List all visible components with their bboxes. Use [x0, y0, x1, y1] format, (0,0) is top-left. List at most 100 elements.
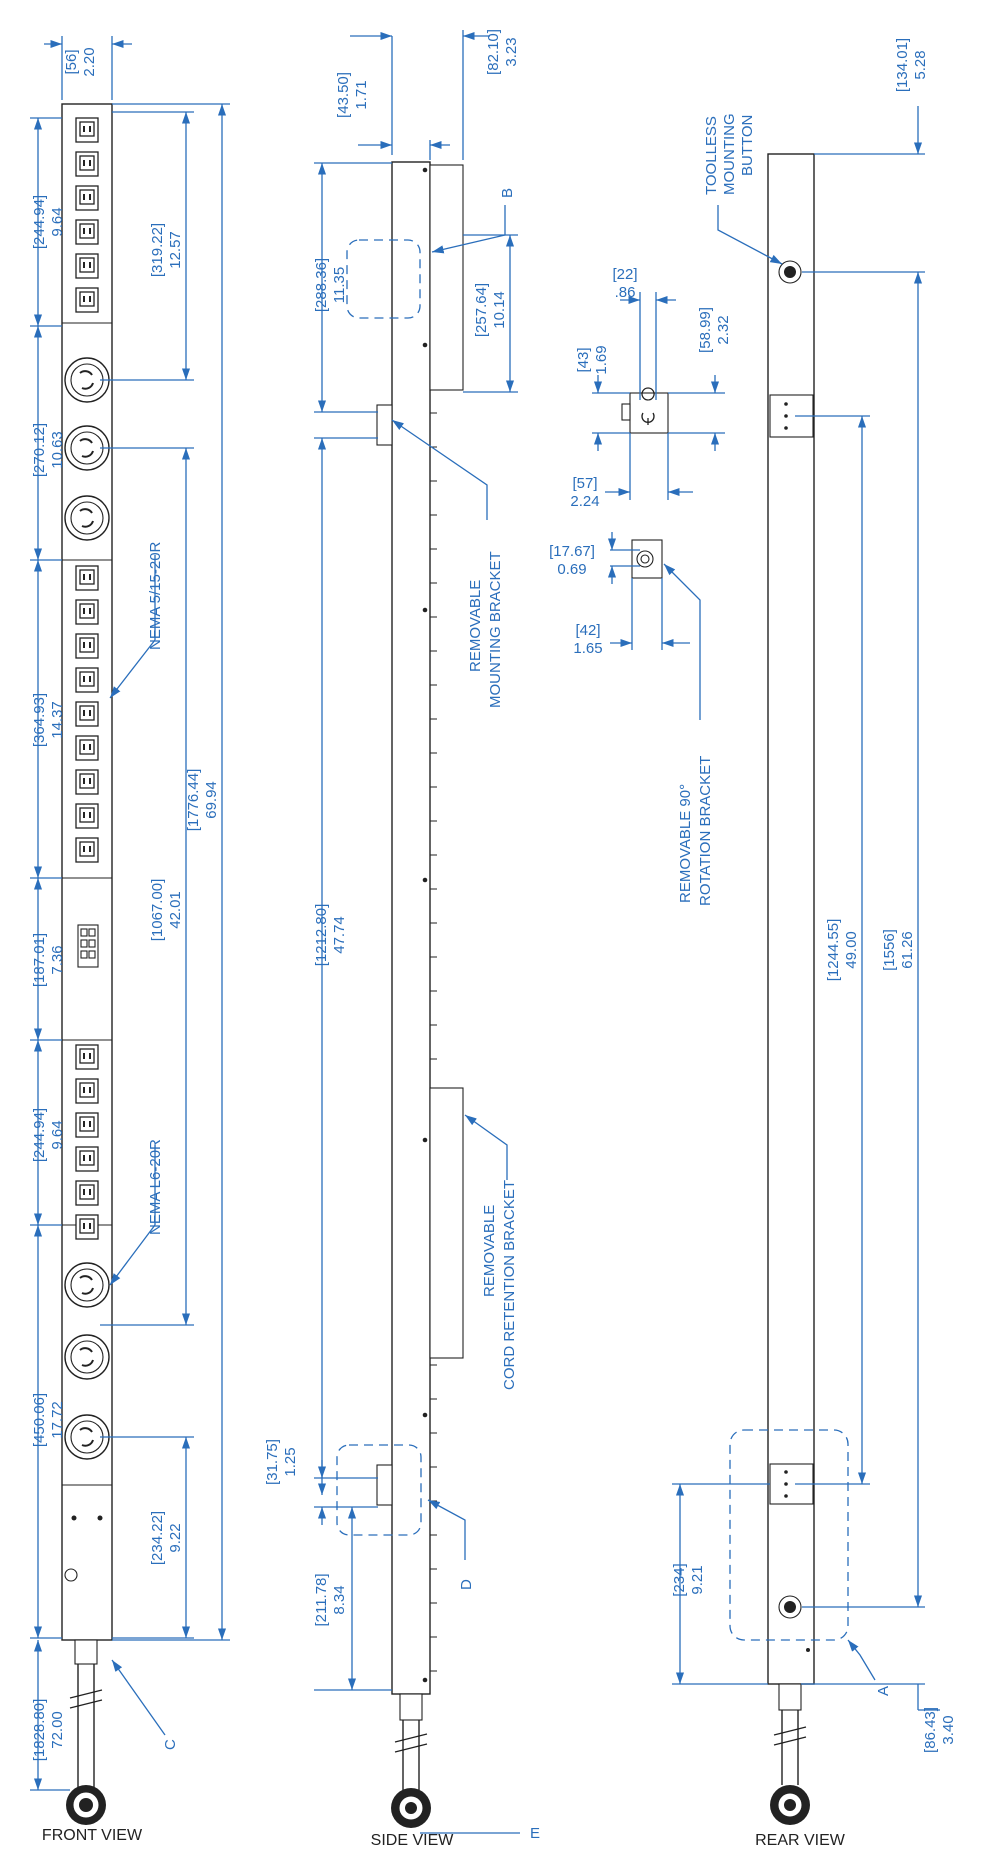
dim-s4-mm: [257.64] — [473, 283, 490, 337]
nema-515-outlets-lower — [75, 1044, 99, 1240]
dim-r5-in: 3.40 — [940, 1715, 957, 1744]
dim-s3-mm: [288.36] — [313, 258, 330, 312]
dim-r4-in: 9.21 — [689, 1565, 706, 1594]
callout-b: B — [499, 188, 516, 198]
dim-d10-mm: [234.22] — [149, 1511, 166, 1565]
side-mounting-bracket-top — [376, 404, 393, 446]
dim-s2-in: 3.23 — [503, 37, 520, 66]
dim-s1-in: 1.71 — [353, 80, 370, 109]
svg-text:[1067.00]42.01: [1067.00]42.01 — [149, 879, 184, 942]
svg-text:[364.93]14.37: [364.93]14.37 — [31, 693, 66, 747]
svg-text:[57]2.24: [57]2.24 — [570, 475, 599, 510]
dim-k5-in: 0.69 — [557, 561, 586, 578]
nema-l6-outlets-bottom — [64, 1262, 110, 1460]
rear-pdu-body — [767, 153, 815, 1685]
dim-s4-in: 10.14 — [491, 291, 508, 329]
svg-text:[43.50]1.71: [43.50]1.71 — [335, 72, 370, 118]
dim-k4-mm: [57] — [572, 475, 597, 492]
dim-d1-mm: [244.94] — [31, 195, 48, 249]
dim-s3-in: 11.35 — [331, 267, 348, 303]
dim-d8-in: 9.64 — [49, 1120, 66, 1149]
dim-k3-in: 2.32 — [715, 315, 732, 344]
mounting-bracket-label-1: REMOVABLE — [467, 580, 484, 672]
callout-c: C — [162, 1739, 179, 1750]
front-cord-gland — [74, 1639, 98, 1665]
dim-s6-mm: [31.75] — [264, 1439, 281, 1485]
dim-d4-mm: [364.93] — [31, 693, 48, 747]
dim-r2-mm: [1244.55] — [825, 919, 842, 982]
dim-s5-mm: [1212.80] — [313, 904, 330, 967]
front-pdu-body — [61, 103, 113, 1641]
toolless-label-2: MOUNTING — [721, 113, 738, 195]
svg-text:[56]: [56] — [63, 49, 80, 74]
mounting-bracket-detail — [629, 392, 669, 434]
front-view: [56] 2.20 [244.94]9.64 [270.12]10.63 [36… — [30, 36, 230, 1844]
dim-k2-mm: [43] — [575, 347, 592, 372]
dim-k4-in: 2.24 — [570, 493, 599, 510]
callout-a: A — [875, 1686, 892, 1696]
bracket-details: [22].86 [43]1.69 [58.99]2.32 [57]2.24 [1… — [549, 266, 732, 906]
front-view-label: FRONT VIEW — [42, 1827, 143, 1844]
dim-top-width-in: 2.20 — [81, 47, 98, 76]
dim-k3-mm: [58.99] — [697, 307, 714, 353]
dim-d5-in: 69.94 — [203, 781, 220, 819]
side-view: [43.50]1.71 [82.10]3.23 [288.36]11.35 [1… — [264, 29, 540, 1849]
dim-d3-in: 10.63 — [49, 431, 66, 469]
side-top-retention-bracket — [429, 164, 464, 391]
rotation-bracket-label-1: REMOVABLE 90° — [677, 784, 694, 903]
dim-r5-mm: [86.43] — [922, 1707, 939, 1753]
svg-text:[234.22]9.22: [234.22]9.22 — [149, 1511, 184, 1565]
svg-text:[288.36]11.35: [288.36]11.35 — [313, 258, 348, 312]
svg-text:[22].86: [22].86 — [612, 266, 637, 301]
svg-text:[244.94]9.64: [244.94]9.64 — [31, 195, 66, 249]
svg-text:[86.43]3.40: [86.43]3.40 — [922, 1707, 957, 1753]
nema-l6-outlet — [64, 1262, 110, 1308]
nema-l6-outlet — [64, 495, 110, 541]
toolless-label-3: BUTTON — [739, 115, 756, 176]
dim-s1-mm: [43.50] — [335, 72, 352, 118]
svg-text:[17.67]0.69: [17.67]0.69 — [549, 543, 595, 578]
nema-l6-outlet — [64, 1334, 110, 1380]
svg-text:[1556]61.26: [1556]61.26 — [881, 929, 916, 971]
dim-d2-mm: [319.22] — [149, 223, 166, 277]
dim-r3-mm: [1556] — [881, 929, 898, 971]
dim-k2-in: 1.69 — [593, 345, 610, 374]
dim-d10-in: 9.22 — [167, 1523, 184, 1552]
dim-d11-mm: [1828.80] — [31, 1699, 48, 1762]
svg-text:[134.01]5.28: [134.01]5.28 — [894, 38, 929, 92]
toolless-label-1: TOOLLESS — [703, 116, 720, 195]
dim-d6-mm: [187.01] — [31, 933, 48, 987]
svg-text:[450.06]17.72: [450.06]17.72 — [31, 1393, 66, 1447]
nema-l6-label: NEMA L6-20R — [147, 1139, 164, 1235]
dim-k6-in: 1.65 — [573, 640, 602, 657]
side-mounting-bracket-bottom — [376, 1464, 393, 1506]
side-cord-gland — [399, 1693, 423, 1721]
dim-s6-in: 1.25 — [282, 1447, 299, 1476]
dim-k5-mm: [17.67] — [549, 543, 595, 560]
side-cord-retention-bracket — [429, 1087, 464, 1359]
dim-s7-mm: [211.78] — [313, 1573, 330, 1626]
svg-text:[244.94]9.64: [244.94]9.64 — [31, 1108, 66, 1162]
callout-e: E — [530, 1825, 540, 1842]
svg-text:[1776.44]69.94: [1776.44]69.94 — [185, 769, 220, 832]
svg-text:[319.22]12.57: [319.22]12.57 — [149, 223, 184, 277]
dim-d7-in: 42.01 — [167, 891, 184, 929]
rotation-bracket-label-2: ROTATION BRACKET — [697, 756, 714, 906]
svg-text:[257.64]10.14: [257.64]10.14 — [473, 283, 508, 337]
cord-retention-label-1: REMOVABLE — [481, 1205, 498, 1297]
cord-retention-label-2: CORD RETENTION BRACKET — [501, 1180, 518, 1390]
svg-text:[270.12]10.63: [270.12]10.63 — [31, 423, 66, 477]
callout-d: D — [458, 1579, 475, 1590]
ground-screw — [64, 1568, 78, 1582]
dim-r1-in: 5.28 — [912, 50, 929, 79]
side-view-label: SIDE VIEW — [371, 1832, 455, 1849]
dim-r3-in: 61.26 — [899, 931, 916, 969]
dim-k6-mm: [42] — [575, 622, 600, 639]
dim-k1-mm: [22] — [612, 266, 637, 283]
svg-text:[187.01]7.36: [187.01]7.36 — [31, 933, 66, 987]
dim-d7-mm: [1067.00] — [149, 879, 166, 942]
dim-d4-in: 14.37 — [49, 701, 66, 739]
nema-515-outlets-top — [75, 117, 99, 313]
dim-d2-in: 12.57 — [167, 231, 184, 269]
